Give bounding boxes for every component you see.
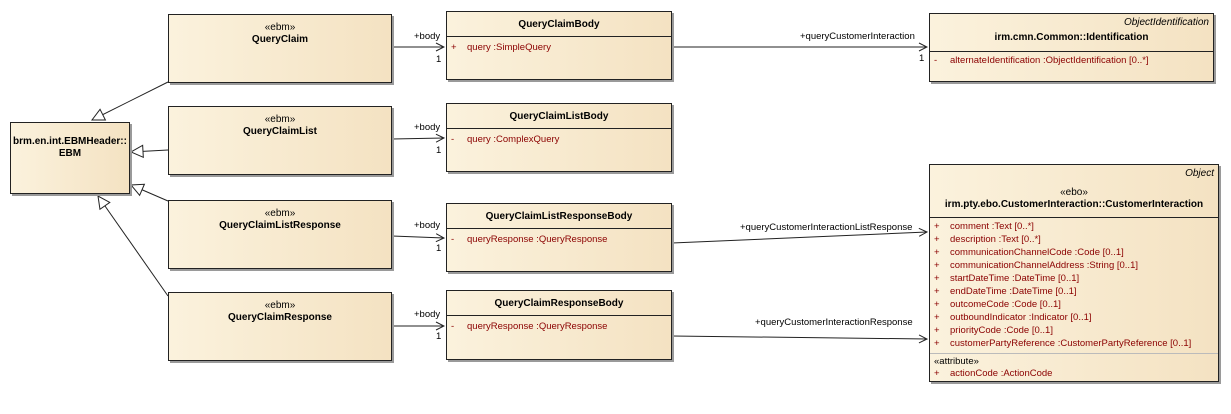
attribute-row: - query :ComplexQuery bbox=[451, 134, 669, 146]
class-name: irm.pty.ebo.CustomerInteraction::Custome… bbox=[944, 199, 1204, 210]
visibility-marker: - bbox=[451, 134, 455, 145]
attribute-text: queryResponse :QueryResponse bbox=[467, 321, 608, 332]
role-label: +body bbox=[414, 31, 441, 42]
attribute-text: query :ComplexQuery bbox=[467, 134, 560, 145]
stereotype-label: «ebm» bbox=[264, 208, 296, 219]
association-role-label: +queryCustomerInteraction bbox=[800, 31, 915, 42]
class-name: QueryClaimResponse bbox=[228, 312, 332, 323]
association-role-label: +queryCustomerInteractionResponse bbox=[755, 317, 913, 328]
multiplicity-label: 1 bbox=[919, 53, 925, 64]
customer-interaction-class[interactable]: Object «ebo» irm.pty.ebo.CustomerInterac… bbox=[929, 164, 1219, 382]
attribute-text: alternateIdentification :ObjectIdentific… bbox=[950, 55, 1149, 66]
attribute-text: query :SimpleQuery bbox=[467, 42, 551, 53]
message-class-query-claim-list[interactable]: «ebm» QueryClaimList bbox=[168, 106, 392, 175]
association-line bbox=[671, 336, 927, 339]
generalization-line bbox=[98, 196, 169, 297]
ebm-base-class[interactable]: brm.en.int.EBMHeader:: EBM bbox=[10, 122, 130, 194]
multiplicity-label: 1 bbox=[436, 331, 442, 342]
identification-class[interactable]: ObjectIdentification irm.cmn.Common::Ide… bbox=[929, 13, 1214, 82]
stereotype-label: «ebm» bbox=[264, 114, 296, 125]
body-class-query-claim-body[interactable]: QueryClaimBody + query :SimpleQuery bbox=[446, 11, 672, 80]
class-name: QueryClaimListResponse bbox=[219, 220, 341, 231]
multiplicity-label: 1 bbox=[436, 145, 442, 156]
classifier-tag: ObjectIdentification bbox=[1123, 17, 1209, 28]
attribute-text: queryResponse :QueryResponse bbox=[467, 234, 608, 245]
class-name: QueryClaimListBody bbox=[509, 111, 609, 122]
generalization-line bbox=[92, 81, 169, 120]
generalization-line bbox=[131, 150, 169, 152]
message-class-query-claim[interactable]: «ebm» QueryClaim bbox=[168, 14, 392, 83]
attribute-row: +endDateTime :DateTime [0..1] bbox=[934, 286, 1077, 297]
attribute-row: + query :SimpleQuery bbox=[451, 42, 669, 54]
visibility-marker: + bbox=[451, 42, 457, 53]
role-label: +body bbox=[414, 122, 441, 133]
attribute-row: +description :Text [0..*] bbox=[934, 234, 1041, 245]
stereotype-label: «ebm» bbox=[264, 22, 296, 33]
ebm-base-class-name-2: EBM bbox=[58, 148, 82, 159]
ebm-base-class-name-1: brm.en.int.EBMHeader:: bbox=[13, 136, 127, 147]
class-name: QueryClaimBody bbox=[518, 19, 600, 30]
class-name: irm.cmn.Common::Identification bbox=[994, 32, 1149, 43]
message-class-query-claim-response[interactable]: «ebm» QueryClaimResponse bbox=[168, 292, 392, 361]
attribute-row: +priorityCode :Code [0..1] bbox=[934, 325, 1053, 336]
body-class-query-claim-list-body[interactable]: QueryClaimListBody - query :ComplexQuery bbox=[446, 103, 672, 172]
class-name: QueryClaimResponseBody bbox=[494, 298, 624, 309]
visibility-marker: - bbox=[451, 321, 455, 332]
role-label: +body bbox=[414, 309, 441, 320]
body-class-query-claim-list-response-body[interactable]: QueryClaimListResponseBody - queryRespons… bbox=[446, 203, 672, 272]
class-name: QueryClaim bbox=[251, 34, 309, 45]
body-association-line bbox=[391, 236, 444, 238]
stereotype-label: «ebo» bbox=[1060, 187, 1088, 198]
body-association-line bbox=[391, 138, 444, 139]
attribute-row: - queryResponse :QueryResponse bbox=[451, 234, 669, 246]
attribute-row: - alternateIdentification :ObjectIdentifi… bbox=[934, 55, 1211, 67]
message-class-query-claim-list-response[interactable]: «ebm» QueryClaimListResponse bbox=[168, 200, 392, 269]
visibility-marker: - bbox=[451, 234, 455, 245]
attribute-row: +outboundIndicator :Indicator [0..1] bbox=[934, 312, 1092, 323]
attribute-row: - queryResponse :QueryResponse bbox=[451, 321, 669, 333]
attribute-row: +customerPartyReference :CustomerPartyRe… bbox=[934, 338, 1192, 349]
association-role-label: +queryCustomerInteractionListResponse bbox=[740, 222, 913, 233]
attribute-row: +comment :Text [0..*] bbox=[934, 221, 1034, 232]
visibility-marker: - bbox=[934, 55, 938, 66]
association-line bbox=[671, 232, 927, 244]
attribute-row: +communicationChannelCode :Code [0..1] bbox=[934, 247, 1124, 258]
attribute-row: +actionCode :ActionCode bbox=[934, 368, 1053, 379]
attribute-row: +communicationChannelAddress :String [0.… bbox=[934, 260, 1138, 271]
multiplicity-label: 1 bbox=[436, 54, 442, 65]
class-name: QueryClaimListResponseBody bbox=[485, 211, 633, 222]
class-name: QueryClaimList bbox=[243, 126, 317, 137]
body-class-query-claim-response-body[interactable]: QueryClaimResponseBody - queryResponse :Q… bbox=[446, 290, 672, 360]
role-label: +body bbox=[414, 220, 441, 231]
multiplicity-label: 1 bbox=[436, 243, 442, 254]
attribute-row: +outcomeCode :Code [0..1] bbox=[934, 299, 1061, 310]
generalization-line bbox=[131, 185, 169, 202]
attribute-row: +startDateTime :DateTime [0..1] bbox=[934, 273, 1080, 284]
classifier-tag: Object bbox=[1185, 168, 1214, 179]
attribute-section-label: «attribute» bbox=[934, 356, 979, 367]
stereotype-label: «ebm» bbox=[264, 300, 296, 311]
